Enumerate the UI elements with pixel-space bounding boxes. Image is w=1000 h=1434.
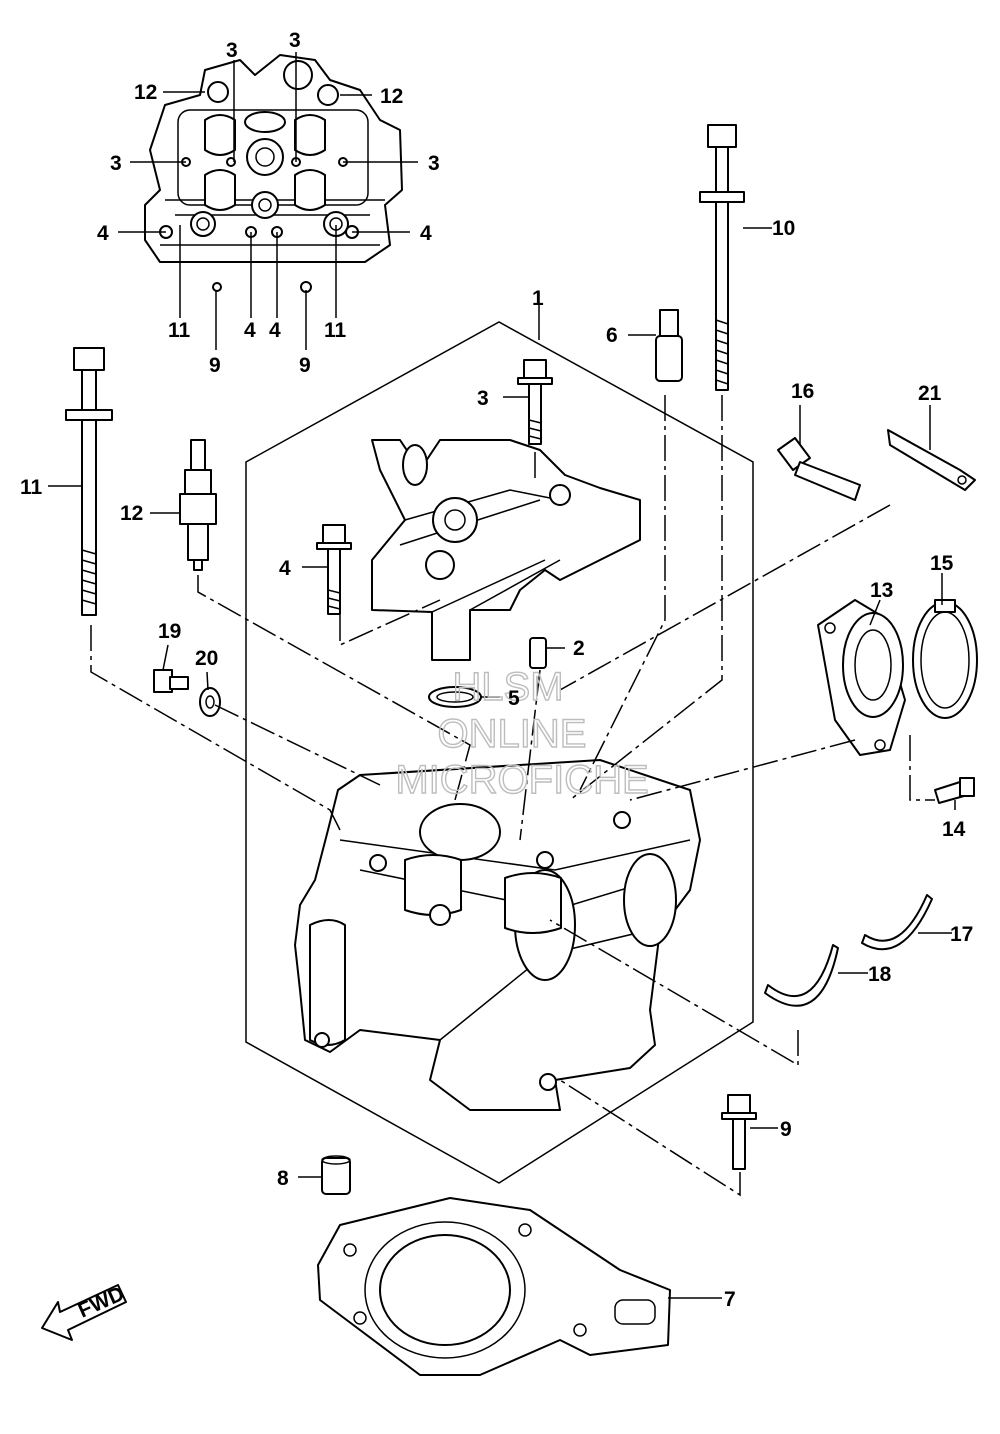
cylinder-head-body <box>294 759 701 1111</box>
callout-3-right: 3 <box>428 152 440 175</box>
gasket-7 <box>317 1197 671 1376</box>
callout-11-top-right: 11 <box>324 319 347 342</box>
fwd-direction-arrow: FWD <box>41 1282 128 1341</box>
callout-13: 13 <box>870 579 893 602</box>
callout-2: 2 <box>573 637 585 660</box>
watermark-line3: MICROFICHE <box>395 758 648 802</box>
callout-20: 20 <box>195 647 218 670</box>
watermark-line2: ONLINE <box>438 712 587 756</box>
camshaft-holder <box>371 439 641 661</box>
cylinder-head-assembly-outline <box>245 321 754 1184</box>
callout-4-bolt: 4 <box>279 557 291 580</box>
callout-17: 17 <box>950 923 973 946</box>
callout-labels: 12 12 3 3 3 3 4 4 11 4 4 11 9 9 1 6 10 3… <box>20 29 973 1311</box>
bolt-3 <box>517 359 553 445</box>
fwd-label: FWD <box>75 1282 128 1322</box>
retainer-18 <box>764 944 839 1007</box>
callout-10: 10 <box>772 217 795 240</box>
callout-12-top-left: 12 <box>134 81 157 104</box>
bolt-19 <box>153 669 189 693</box>
callout-15: 15 <box>930 552 954 575</box>
callout-5: 5 <box>508 687 520 710</box>
callout-11-top-left: 11 <box>168 319 191 342</box>
dowel-pin-2 <box>529 637 547 669</box>
bolt-16 <box>777 437 861 501</box>
watermark-line1: HLSM <box>452 665 563 709</box>
callout-4-right: 4 <box>420 222 432 245</box>
callout-7: 7 <box>724 1288 736 1311</box>
bolt-9 <box>721 1094 757 1170</box>
callout-8: 8 <box>277 1167 289 1190</box>
callout-16: 16 <box>791 380 814 403</box>
valve-guide-6 <box>655 309 683 382</box>
cylinder-head-top-view <box>144 54 403 293</box>
stud-bolt-11 <box>65 347 113 616</box>
callout-18: 18 <box>868 963 892 986</box>
callout-4-left: 4 <box>97 222 109 245</box>
stud-bolt-10 <box>699 124 745 391</box>
retainer-17 <box>861 894 933 951</box>
bolt-4 <box>316 524 352 615</box>
callout-11-stud: 11 <box>20 476 43 499</box>
callout-3-left: 3 <box>110 152 122 175</box>
clamp-15 <box>912 599 978 719</box>
callout-9-top-right: 9 <box>299 354 311 377</box>
callout-19: 19 <box>158 620 181 643</box>
callout-14: 14 <box>942 818 966 841</box>
watermark: HLSM ONLINE MICROFICHE <box>395 664 650 802</box>
gasket-20 <box>199 687 221 717</box>
callout-1: 1 <box>532 287 544 310</box>
clamp-21 <box>887 429 976 491</box>
dowel-pin-8 <box>321 1155 351 1195</box>
callout-4-bottom-b: 4 <box>269 319 281 342</box>
callout-12-top-right: 12 <box>380 85 403 108</box>
callout-4-bottom-a: 4 <box>244 319 256 342</box>
spark-plug-12 <box>179 439 217 571</box>
callout-9-bolt: 9 <box>780 1118 792 1141</box>
callout-3-top-b: 3 <box>289 29 301 52</box>
callout-12-spark-plug: 12 <box>120 502 143 525</box>
callout-3-bolt: 3 <box>477 387 489 410</box>
leader-lines <box>48 52 956 1299</box>
callout-21: 21 <box>918 382 942 405</box>
callout-6: 6 <box>606 324 618 347</box>
bolt-14 <box>934 777 975 804</box>
alignment-lines <box>90 395 935 1197</box>
intake-pipe-13 <box>817 599 906 756</box>
callout-9-top-left: 9 <box>209 354 221 377</box>
callout-3-top-a: 3 <box>226 39 238 62</box>
